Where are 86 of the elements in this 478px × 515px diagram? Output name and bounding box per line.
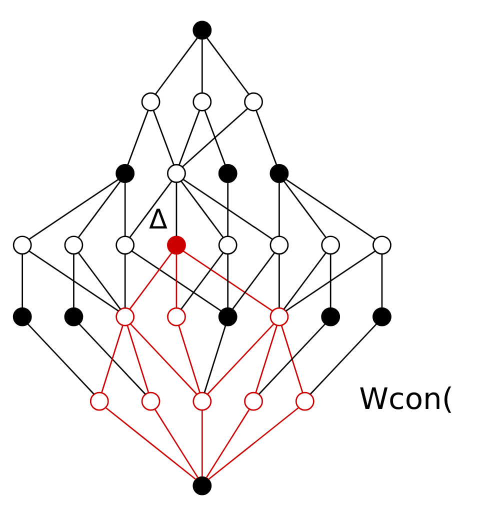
- connector: [204, 325, 226, 392]
- node-circle: [244, 391, 263, 410]
- node-circle: [12, 306, 32, 326]
- node-circle: [167, 235, 186, 254]
- connector: [201, 38, 203, 92]
- node-circle: [141, 391, 160, 410]
- connector: [201, 410, 203, 476]
- node-circle: [192, 20, 212, 40]
- connector: [278, 254, 280, 308]
- node-circle: [218, 164, 238, 182]
- connector: [283, 180, 327, 238]
- connector: [286, 178, 376, 240]
- connector: [178, 110, 200, 165]
- connector: [154, 408, 199, 478]
- node-circle: [167, 306, 186, 326]
- connector: [78, 180, 121, 238]
- connector: [127, 110, 149, 165]
- node-circle: [321, 235, 340, 254]
- connector: [330, 254, 332, 308]
- node-circle: [116, 306, 135, 326]
- connector: [180, 252, 224, 310]
- node-circle: [270, 306, 289, 326]
- node-circle: [218, 235, 238, 254]
- connector: [129, 252, 172, 310]
- connector: [126, 325, 150, 392]
- node-circle: [295, 391, 314, 410]
- connector: [73, 254, 74, 308]
- node-circle: [90, 391, 109, 410]
- node-circle: [167, 164, 186, 182]
- connector: [227, 182, 229, 236]
- node-circle: [372, 306, 392, 326]
- node-circle: [192, 92, 212, 111]
- connector: [78, 252, 122, 310]
- connector: [256, 110, 278, 165]
- node-circle: [244, 92, 263, 111]
- node-circle: [116, 235, 135, 254]
- connector: [182, 108, 248, 167]
- node-circle: [64, 306, 84, 326]
- connector: [124, 182, 126, 236]
- connector: [178, 325, 201, 392]
- label: Wcon(: [359, 381, 454, 416]
- node-circle: [270, 164, 289, 182]
- connector: [258, 323, 326, 394]
- connector: [255, 325, 278, 392]
- connector: [28, 178, 119, 240]
- connector: [286, 250, 376, 311]
- connector: [278, 182, 280, 236]
- connector: [27, 323, 94, 394]
- connector: [207, 323, 274, 394]
- connector: [232, 252, 276, 310]
- connector: [204, 110, 226, 165]
- connector: [182, 178, 273, 240]
- connector: [152, 110, 174, 165]
- node-circle: [218, 306, 238, 326]
- node-circle: [12, 235, 32, 254]
- connector: [124, 254, 126, 308]
- node-circle: [372, 235, 392, 254]
- connector: [130, 323, 198, 394]
- connector: [28, 250, 119, 311]
- connector: [283, 252, 326, 310]
- connector: [182, 250, 273, 311]
- connector: [208, 407, 299, 480]
- node-circle: [321, 306, 340, 326]
- connector: [176, 182, 178, 236]
- connector: [206, 408, 250, 478]
- node-circle: [192, 476, 212, 495]
- node-circle: [270, 235, 289, 254]
- connector: [78, 323, 146, 394]
- connector: [206, 37, 250, 94]
- connector: [381, 254, 383, 308]
- connector: [101, 325, 124, 392]
- connector: [227, 254, 229, 308]
- node-circle: [116, 164, 135, 182]
- node-circle: [192, 391, 212, 410]
- connector: [131, 250, 222, 311]
- connector: [310, 323, 377, 394]
- node-label: Δ: [148, 204, 168, 235]
- connector: [176, 254, 178, 308]
- connector: [280, 325, 304, 392]
- connector: [154, 37, 198, 94]
- connector: [129, 180, 172, 238]
- node-circle: [64, 235, 84, 254]
- node-circle: [141, 92, 160, 111]
- connector: [22, 254, 24, 308]
- connector: [106, 407, 196, 480]
- connector: [180, 180, 224, 238]
